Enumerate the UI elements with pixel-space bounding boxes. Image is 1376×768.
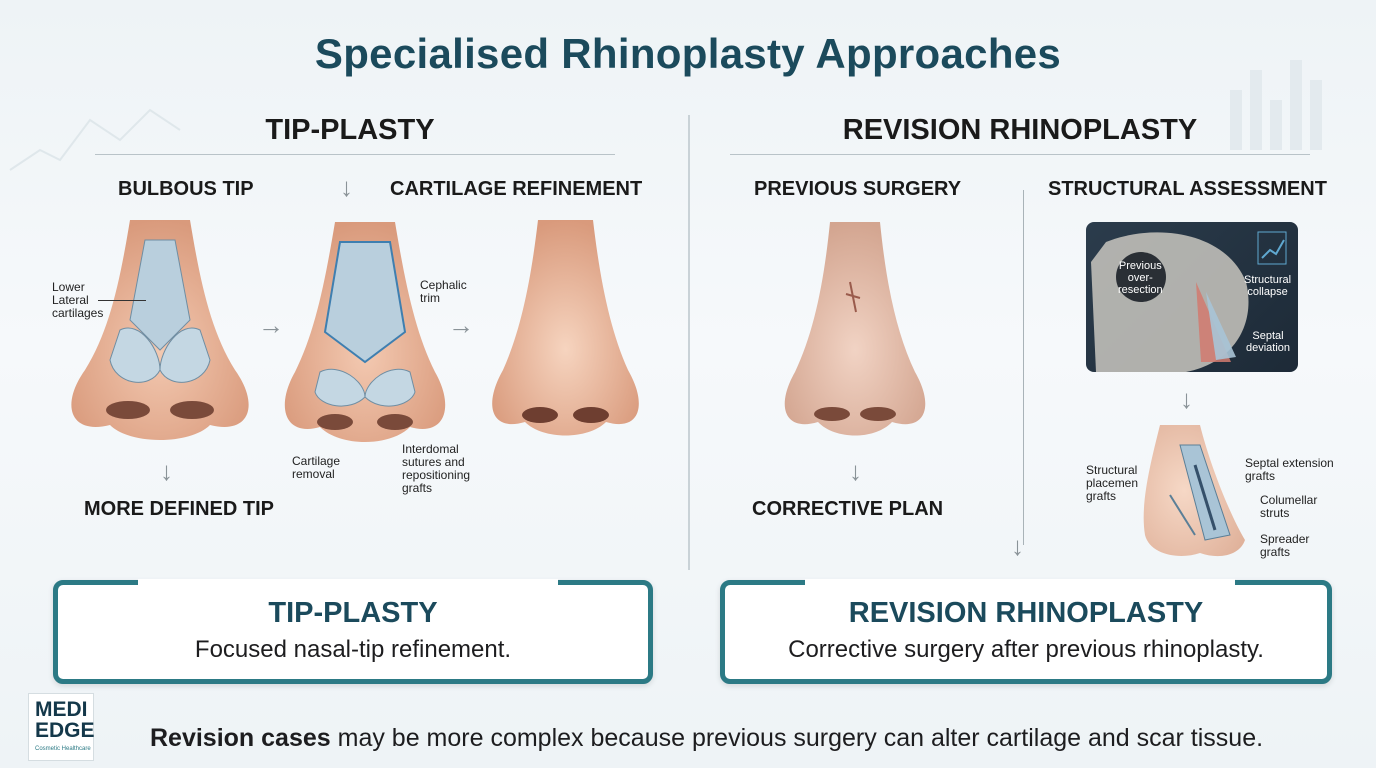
structural-assessment-panel: Previous over- resection Structural coll… [1086,222,1298,372]
down-arrow-icon-4: ↓ [1011,531,1024,561]
septal-deviation-label: Septal deviation [1246,330,1291,354]
card-top-gap [138,579,558,587]
cartilage-refinement-label: CARTILAGE REFINEMENT [390,178,643,200]
revision-rhinoplasty-summary-card: REVISION RHINOPLASTY Corrective surgery … [720,579,1332,684]
section-divider [688,115,690,570]
down-arrow-icon: ↓ [340,172,353,202]
logo-line-2: EDGE [35,719,95,742]
bulbous-tip-label: BULBOUS TIP [118,178,254,200]
tip-plasty-heading: TIP-PLASTY [265,114,435,146]
revision-card-description: Corrective surgery after previous rhinop… [788,636,1264,663]
assessment-vertical-line [1023,190,1024,545]
lower-lateral-leader-line [98,300,146,301]
down-arrow-icon-2: ↓ [160,456,173,486]
card-top-gap-2 [805,579,1235,587]
skull-illustration [1091,231,1287,372]
interdomal-sutures-label: Interdomal sutures and repositioning gra… [402,442,471,495]
logo-line-1: MEDI [35,698,88,721]
spreader-grafts-label: Spreader grafts [1260,532,1310,559]
lower-lateral-label: Lower Lateral cartilages [52,280,104,320]
previous-surgery-label: PREVIOUS SURGERY [754,178,962,200]
tip-plasty-summary-card: TIP-PLASTY Focused nasal-tip refinement. [53,579,653,684]
down-arrow-icon-5: ↓ [1180,384,1193,414]
tip-plasty-card-description: Focused nasal-tip refinement. [194,636,512,663]
page-title: Specialised Rhinoplasty Approaches [314,30,1062,77]
septal-extension-label: Septal extension grafts [1245,456,1334,483]
columellar-struts-label: Columellar struts [1260,493,1318,520]
more-defined-tip-label: MORE DEFINED TIP [84,498,275,520]
corrective-grafts-nose-illustration [1143,425,1245,557]
over-resection-label: Previous over- resection [1118,260,1163,296]
right-arrow-icon: → [258,310,284,340]
structural-grafts-label: Structural placemen grafts [1086,463,1139,503]
footer-note: Revision cases may be more complex becau… [150,724,1263,753]
corrective-plan-label: CORRECTIVE PLAN [752,498,944,520]
revision-rhinoplasty-heading: REVISION RHINOPLASTY [842,114,1198,146]
medi-edge-logo: MEDI EDGE Cosmetic Healthcare [28,693,95,761]
structural-collapse-label: Structural collapse [1244,274,1292,298]
left-heading-rule [95,154,615,155]
previous-surgery-nose-illustration [784,222,926,436]
cartilage-removal-label: Cartilage removal [292,454,341,481]
footer-rest: may be more complex because previous sur… [330,724,1264,752]
down-arrow-icon-3: ↓ [849,456,862,486]
bulbous-tip-nose-illustration [71,220,249,440]
refined-tip-nose-illustration [492,220,639,436]
right-heading-rule [730,154,1310,155]
revision-card-title: REVISION RHINOPLASTY [848,597,1204,629]
logo-tagline: Cosmetic Healthcare [35,746,91,752]
cartilage-refinement-nose-illustration [284,222,446,442]
structural-assessment-label: STRUCTURAL ASSESSMENT [1048,178,1327,200]
right-arrow-icon-2: → [448,310,474,340]
footer-bold: Revision cases [150,724,331,752]
cephalic-trim-label: Cephalic trim [420,278,467,305]
tip-plasty-card-title: TIP-PLASTY [268,597,438,629]
